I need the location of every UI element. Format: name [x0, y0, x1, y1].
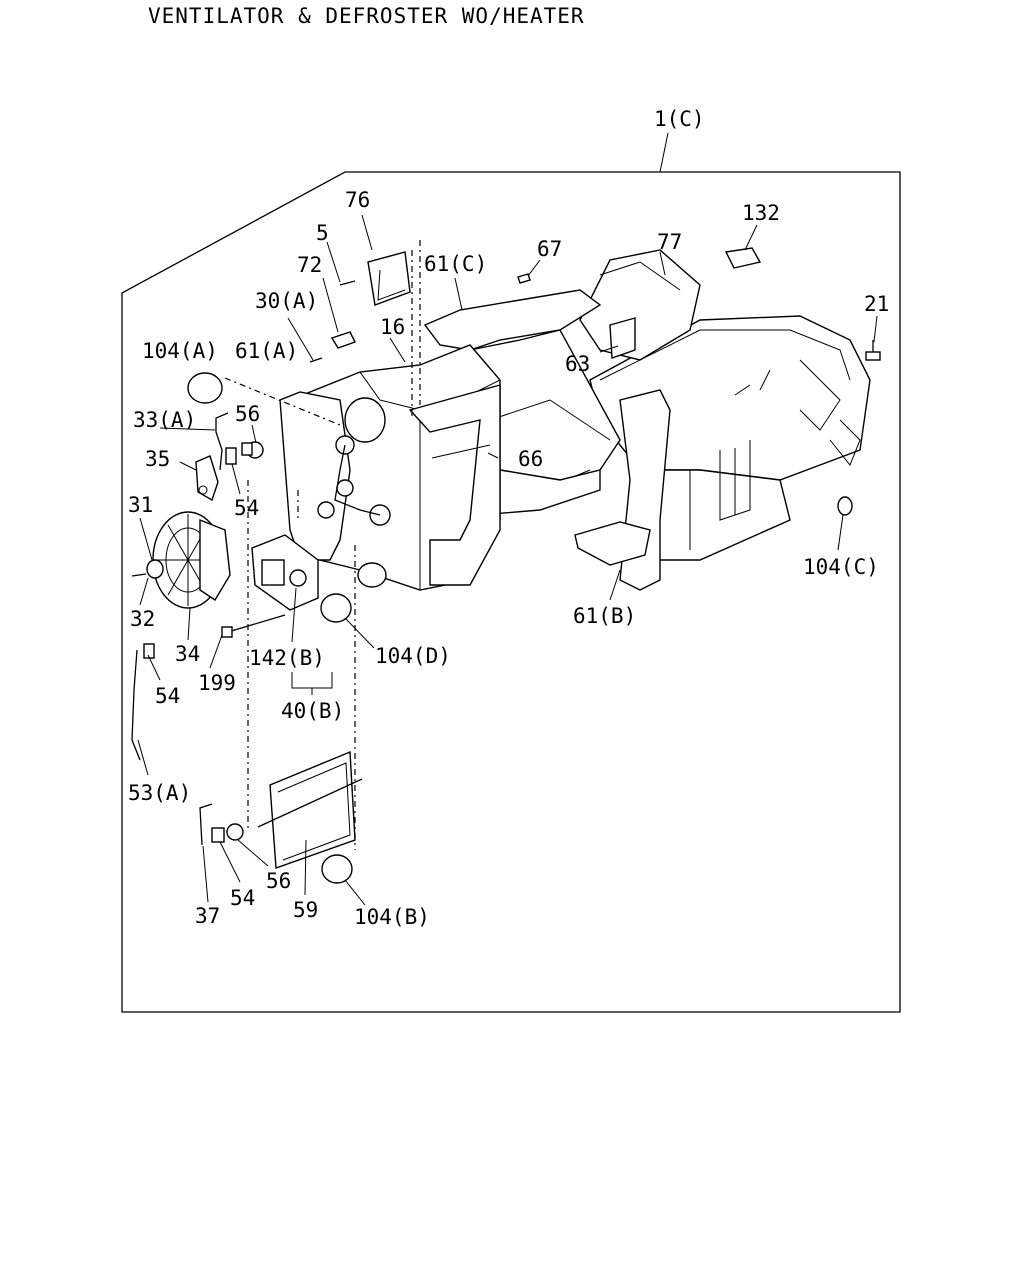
lever-33A	[215, 412, 229, 471]
callout-59: 59	[293, 898, 318, 922]
seal-63	[609, 317, 636, 359]
callout-5: 5	[316, 221, 329, 245]
page-title: VENTILATOR & DEFROSTER WO/HEATER	[148, 4, 585, 28]
callout-35: 35	[145, 447, 170, 471]
callout-63: 63	[565, 352, 590, 376]
callout-54c: 54	[230, 886, 255, 910]
defroster-duct-61C	[423, 289, 621, 516]
callout-66: 66	[518, 447, 543, 471]
bracket-76	[367, 251, 411, 306]
callout-76: 76	[345, 188, 370, 212]
callout-1C: 1(C)	[654, 107, 705, 131]
callout-32: 32	[130, 607, 155, 631]
callout-104C: 104(C)	[803, 555, 879, 579]
bushing-56b	[226, 823, 244, 841]
lever-35	[195, 455, 219, 502]
spring-54a	[225, 447, 237, 465]
callout-104D: 104(D)	[375, 644, 451, 668]
support-61B	[574, 389, 671, 591]
callout-77: 77	[657, 230, 682, 254]
callout-67: 67	[537, 237, 562, 261]
callout-34: 34	[175, 642, 200, 666]
leader-1C	[659, 132, 669, 173]
assembly-frame	[121, 171, 901, 1013]
rotor-32	[146, 559, 164, 579]
lever-37	[199, 803, 213, 846]
screw-199	[221, 614, 286, 638]
callout-40B: 40(B)	[281, 699, 344, 723]
callout-142B: 142(B)	[249, 646, 325, 670]
spring-54c	[211, 827, 225, 843]
callout-132: 132	[742, 201, 780, 225]
callout-31: 31	[128, 493, 153, 517]
clip-72	[330, 331, 356, 349]
cap-104C	[837, 496, 853, 516]
cap-104D	[320, 593, 352, 623]
filter-59	[257, 750, 363, 869]
callout-61B: 61(B)	[573, 604, 636, 628]
cap-104B	[321, 854, 353, 884]
clip-132	[724, 247, 762, 269]
callout-53A: 53(A)	[128, 781, 191, 805]
callout-54a: 54	[234, 496, 259, 520]
callout-72: 72	[297, 253, 322, 277]
actuator-142B	[251, 534, 319, 611]
callout-104B: 104(B)	[354, 905, 430, 929]
link-34	[199, 518, 231, 601]
callout-56a: 56	[235, 402, 260, 426]
screw-21	[865, 340, 881, 361]
callout-61C: 61(C)	[424, 252, 487, 276]
callout-30A: 30(A)	[255, 289, 318, 313]
callout-56b: 56	[266, 869, 291, 893]
callout-21: 21	[864, 292, 889, 316]
callout-16: 16	[380, 315, 405, 339]
clip-67	[517, 273, 531, 284]
screw-32	[131, 573, 147, 577]
cap-104A	[187, 372, 223, 404]
callout-104A: 104(A)	[142, 339, 218, 363]
callout-54b: 54	[155, 684, 180, 708]
screw-30A	[309, 357, 323, 363]
callout-61A: 61(A)	[235, 339, 298, 363]
callout-33A: 33(A)	[133, 408, 196, 432]
callout-199: 199	[198, 671, 236, 695]
screw-5	[339, 280, 356, 286]
bushing-56a	[241, 441, 264, 459]
callout-37: 37	[195, 904, 220, 928]
